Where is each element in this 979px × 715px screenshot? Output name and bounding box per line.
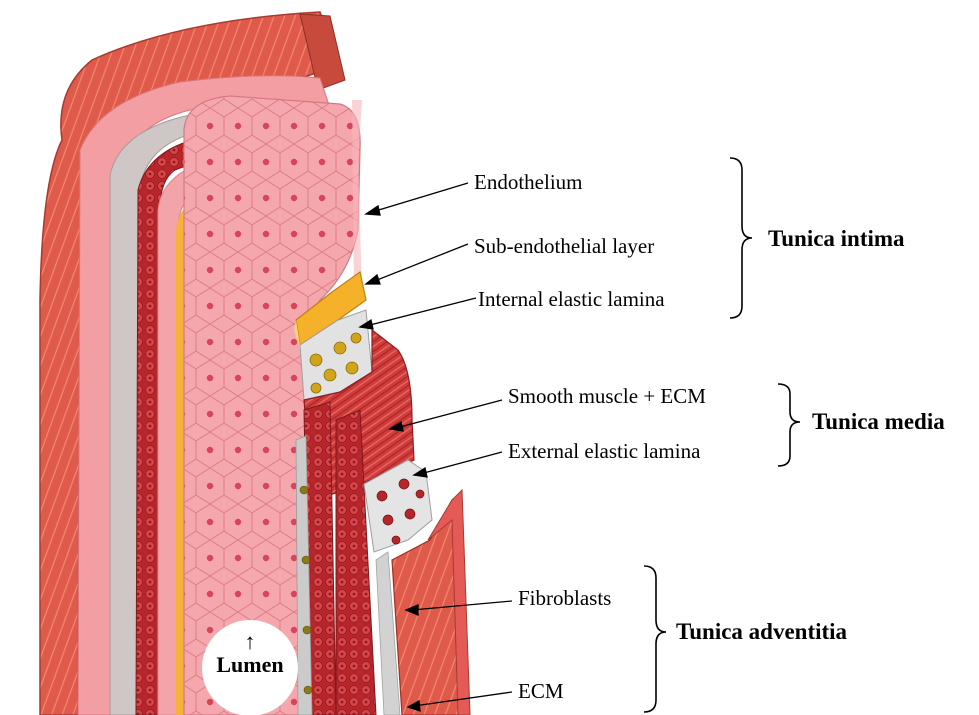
lumen-label: Lumen [205, 653, 295, 676]
lumen-arrow-icon: ↑ [205, 630, 295, 653]
label-endothelium: Endothelium [474, 172, 583, 193]
label-smooth-muscle-ecm: Smooth muscle + ECM [508, 386, 706, 407]
group-tunica-media: Tunica media [812, 410, 945, 433]
media-bracket [778, 384, 800, 466]
group-tunica-intima: Tunica intima [768, 227, 905, 250]
group-tunica-adventitia: Tunica adventitia [676, 620, 847, 643]
adventitia-bracket [644, 566, 666, 712]
label-ecm: ECM [518, 681, 564, 702]
label-sub-endothelial-layer: Sub-endothelial layer [474, 236, 654, 257]
intima-bracket [730, 158, 752, 318]
lumen-label-block: ↑ Lumen [205, 630, 295, 676]
label-internal-elastic-lamina: Internal elastic lamina [478, 289, 665, 310]
label-fibroblasts: Fibroblasts [518, 588, 611, 609]
label-external-elastic-lamina: External elastic lamina [508, 441, 700, 462]
